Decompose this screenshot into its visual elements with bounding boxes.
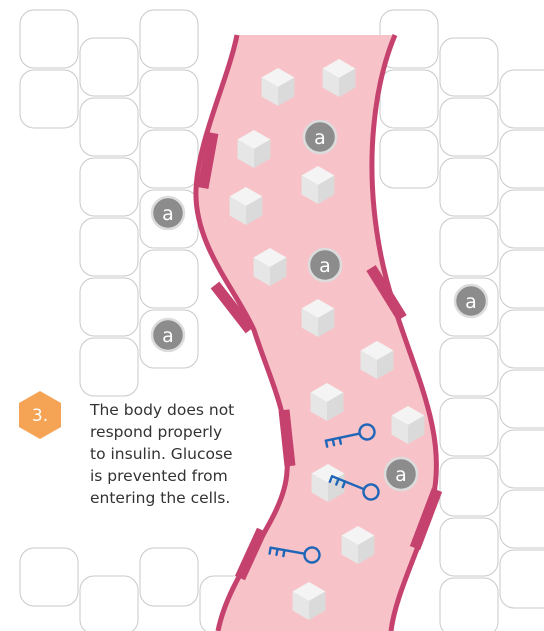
body-cell	[140, 130, 198, 188]
caption-line: is prevented from	[90, 465, 290, 487]
insulin-label: a	[319, 255, 331, 277]
body-cell	[500, 190, 544, 248]
body-cell	[500, 550, 544, 608]
body-cell	[20, 10, 78, 68]
body-cell	[140, 548, 198, 606]
body-cell	[20, 548, 78, 606]
insulin-marker-icon: a	[455, 285, 487, 317]
insulin-marker-icon: a	[152, 197, 184, 229]
insulin-label: a	[162, 203, 174, 225]
body-cell	[440, 338, 498, 396]
caption-line: respond properly	[90, 421, 290, 443]
body-cell	[500, 70, 544, 128]
insulin-marker-icon: a	[309, 249, 341, 281]
body-cell	[440, 158, 498, 216]
body-cell	[80, 218, 138, 276]
body-cell	[140, 250, 198, 308]
body-cell	[80, 98, 138, 156]
insulin-label: a	[162, 325, 174, 347]
body-cell	[440, 458, 498, 516]
body-cell	[80, 38, 138, 96]
caption-line: The body does not	[90, 399, 290, 421]
body-cell	[380, 130, 438, 188]
body-cell	[440, 578, 498, 631]
insulin-label: a	[395, 464, 407, 486]
body-cell	[20, 70, 78, 128]
insulin-marker-icon: a	[304, 121, 336, 153]
insulin-label: a	[465, 291, 477, 313]
body-cell	[500, 310, 544, 368]
caption-line: entering the cells.	[90, 487, 290, 509]
body-cell	[80, 278, 138, 336]
body-cell	[80, 338, 138, 396]
body-cell	[440, 518, 498, 576]
body-cell	[440, 38, 498, 96]
body-cell	[440, 98, 498, 156]
body-cell	[500, 490, 544, 548]
body-cell	[380, 70, 438, 128]
body-cell	[500, 130, 544, 188]
insulin-label: a	[314, 127, 326, 149]
step-number: 3.	[32, 406, 48, 426]
caption-line: to insulin. Glucose	[90, 443, 290, 465]
body-cell	[440, 398, 498, 456]
body-cell	[500, 430, 544, 488]
body-cell	[500, 370, 544, 428]
insulin-marker-icon: a	[152, 319, 184, 351]
body-cell	[140, 70, 198, 128]
step-marker: 3.	[19, 391, 61, 439]
body-cell	[500, 250, 544, 308]
insulin-marker-icon: a	[385, 458, 417, 490]
body-cell	[140, 10, 198, 68]
body-cell	[80, 576, 138, 631]
body-cell	[440, 218, 498, 276]
body-cell	[80, 158, 138, 216]
